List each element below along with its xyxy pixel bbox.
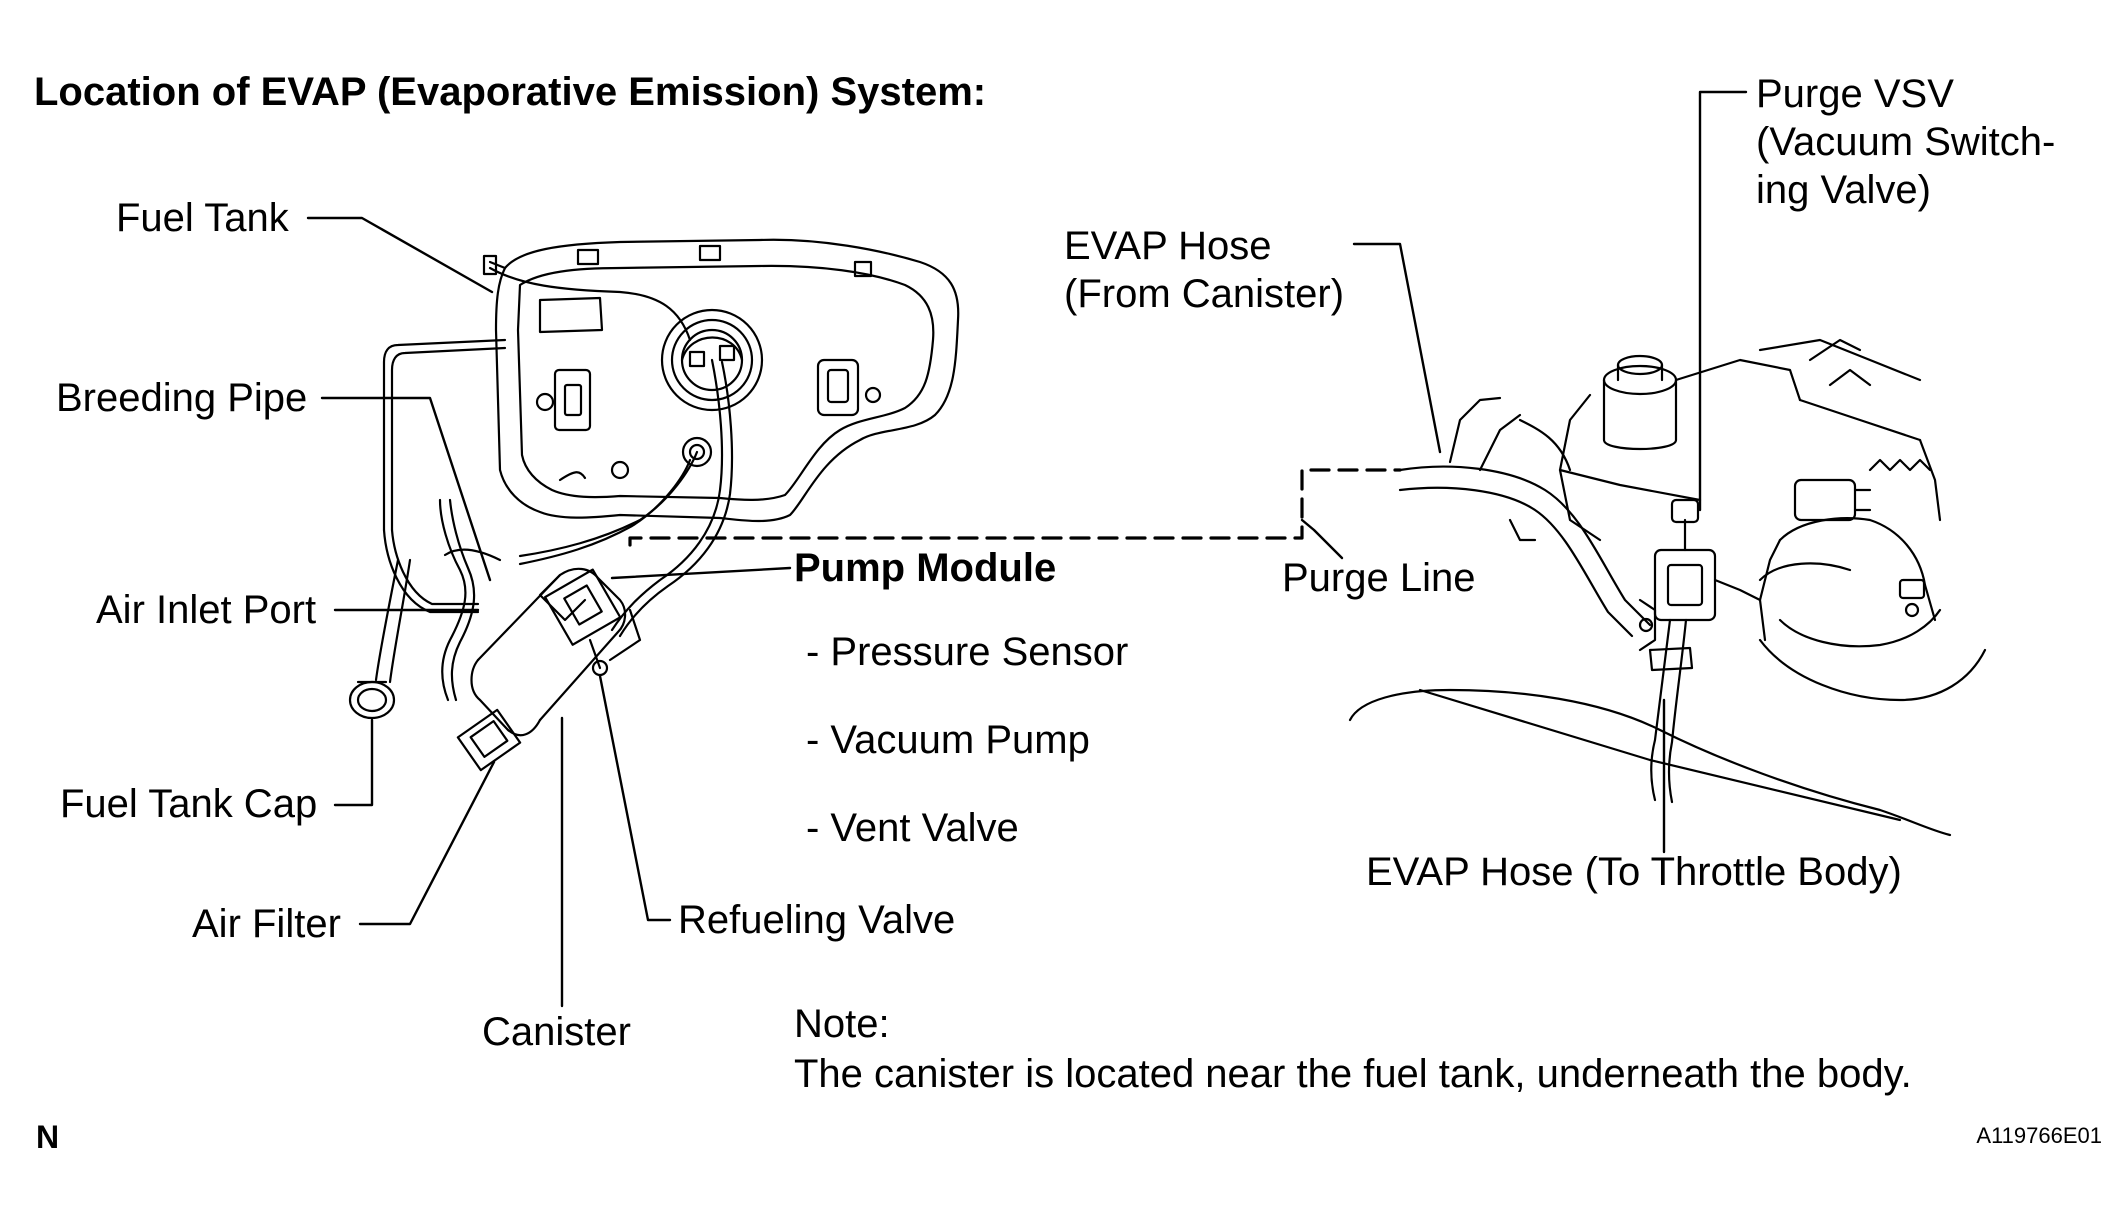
label-fuel-tank: Fuel Tank (116, 196, 289, 240)
label-canister: Canister (482, 1010, 631, 1054)
figure-id: A119766E01 (1976, 1123, 2102, 1148)
label-purge-vsv-line3: ing Valve) (1756, 168, 1931, 212)
canister-drawing (456, 567, 642, 772)
label-purge-line: Purge Line (1282, 556, 1476, 600)
label-air-filter: Air Filter (192, 902, 341, 946)
label-pump-item-vent-valve: - Vent Valve (806, 806, 1019, 850)
corner-mark: N (36, 1119, 60, 1155)
label-fuel-tank-cap: Fuel Tank Cap (60, 782, 318, 826)
leader-lines (306, 90, 1748, 1008)
label-purge-vsv-line2: (Vacuum Switch- (1756, 120, 2056, 164)
purge-line-dashed (628, 468, 1402, 547)
label-pump-item-pressure-sensor: - Pressure Sensor (806, 630, 1129, 674)
label-evap-hose-from-line1: EVAP Hose (1064, 224, 1272, 268)
label-pump-item-vacuum-pump: - Vacuum Pump (806, 718, 1090, 762)
label-purge-vsv-line1: Purge VSV (1756, 72, 1954, 116)
fuel-tank-drawing (482, 238, 960, 523)
label-breeding-pipe: Breeding Pipe (56, 376, 308, 420)
pipes-and-hoses (348, 266, 734, 720)
label-pump-module: Pump Module (794, 546, 1057, 590)
diagram-title: Location of EVAP (Evaporative Emission) … (34, 70, 987, 114)
label-evap-hose-to: EVAP Hose (To Throttle Body) (1366, 850, 1902, 894)
note-text: The canister is located near the fuel ta… (794, 1052, 1912, 1096)
label-refueling-valve: Refueling Valve (678, 898, 956, 942)
label-evap-hose-from-line2: (From Canister) (1064, 272, 1345, 316)
note-heading: Note: (794, 1002, 890, 1046)
label-air-inlet-port: Air Inlet Port (96, 588, 317, 632)
engine-bay-drawing (1348, 338, 1987, 837)
